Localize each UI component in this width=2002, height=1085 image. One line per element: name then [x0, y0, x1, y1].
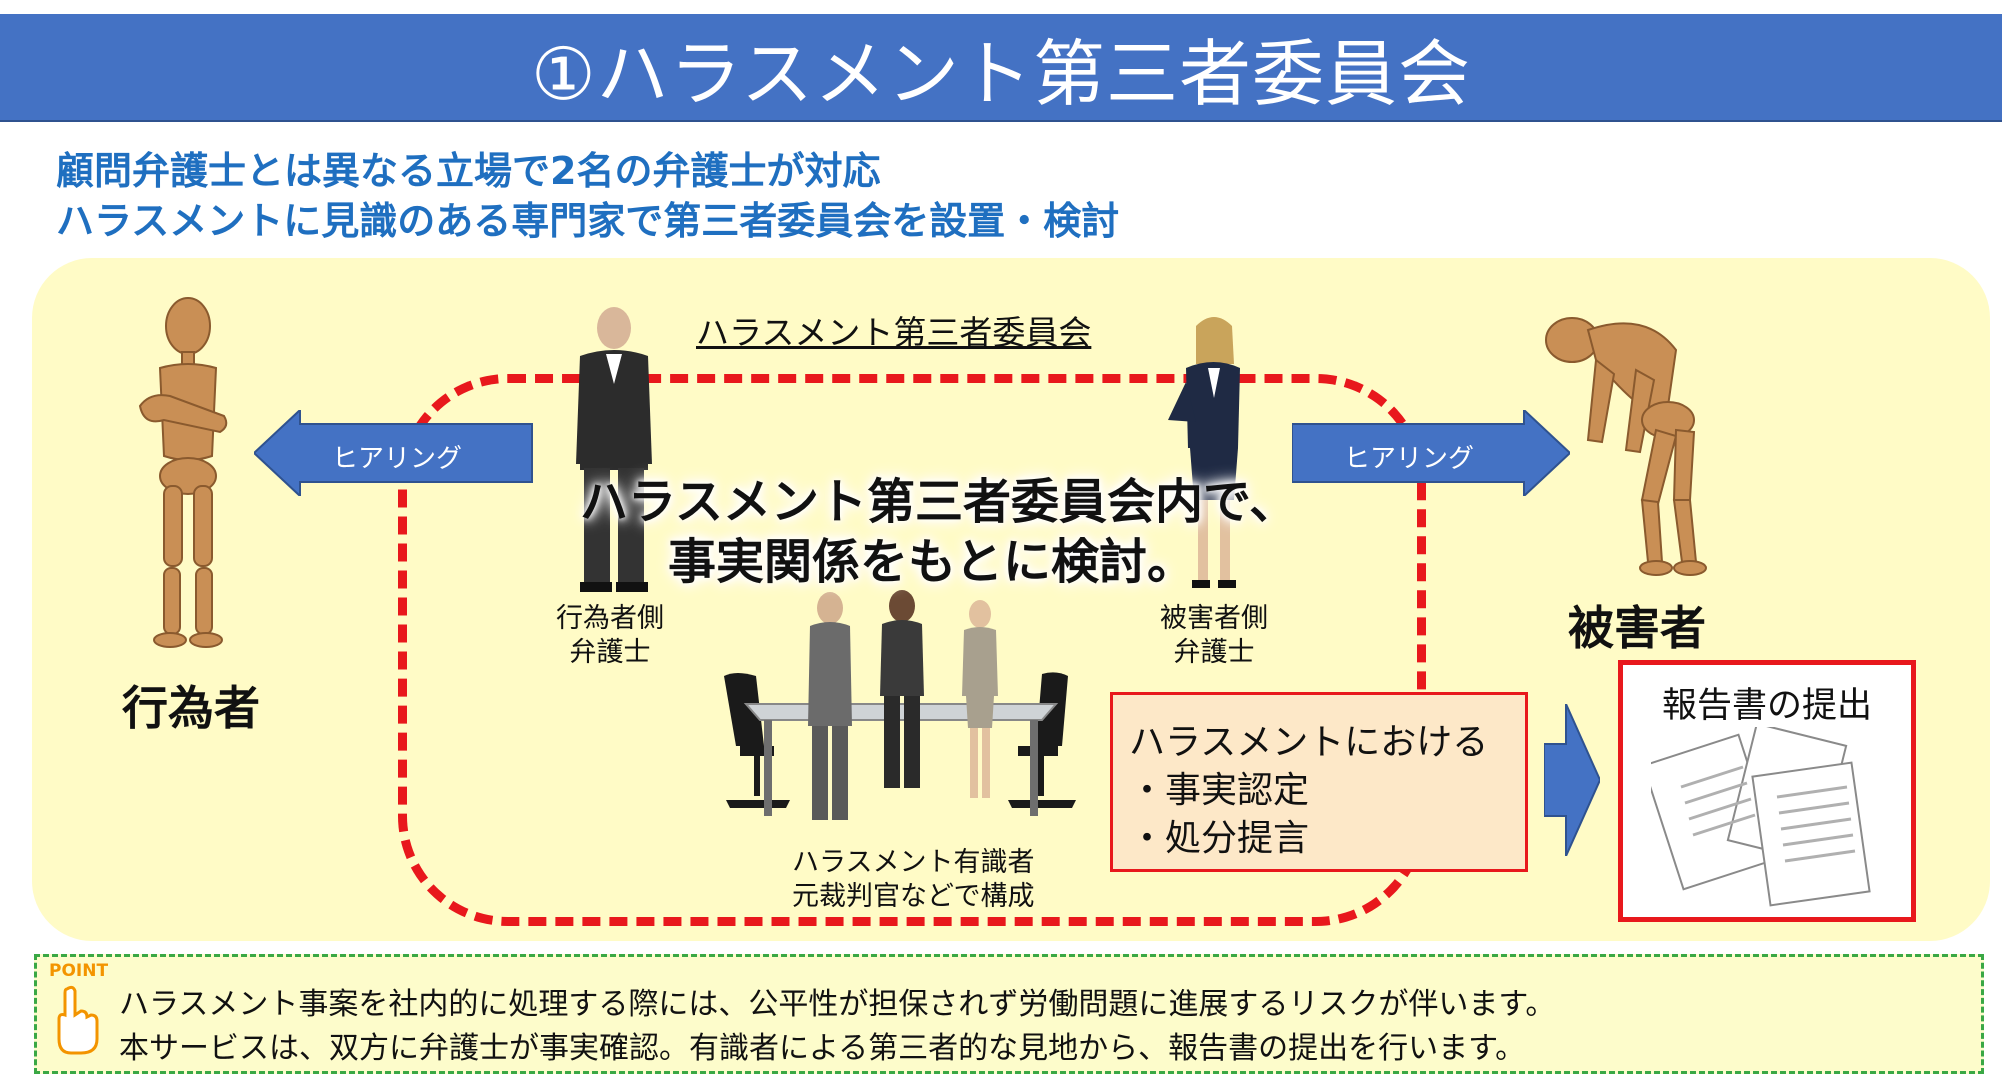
- victim-mannequin-figure: [1545, 317, 1707, 576]
- victim-lawyer-figure: [1168, 317, 1240, 588]
- findings-line-2: ・事実認定: [1129, 770, 1310, 811]
- title-bar: ①ハラスメント第三者委員会: [0, 14, 2002, 122]
- pointing-hand-icon: [57, 985, 99, 1055]
- experts-caption-line-2: 元裁判官などで構成: [792, 881, 1035, 912]
- point-label: POINT: [49, 961, 109, 981]
- report-box: 報告書の提出: [1618, 660, 1916, 922]
- hearing-arrow-right-label: ヒアリング: [1344, 444, 1475, 474]
- committee-boundary: [398, 374, 1426, 926]
- report-arrow: [1544, 704, 1600, 856]
- committee-label: ハラスメント第三者委員会: [696, 313, 1092, 352]
- center-message-line-1: ハラスメント第三者委員会内で、: [580, 474, 1298, 530]
- center-message-line-2: 事実関係をもとに検討。: [668, 534, 1196, 590]
- hearing-arrow-left: [254, 410, 533, 496]
- report-title: 報告書の提出: [1661, 686, 1872, 726]
- subtitle-line-1: 顧問弁護士とは異なる立場で2名の弁護士が対応: [56, 149, 881, 193]
- perpetrator-lawyer-figure: [576, 307, 652, 592]
- findings-line-1: ハラスメントにおける: [1129, 722, 1489, 763]
- point-line-2: 本サービスは、双方に弁護士が事実確認。有識者による第三者的な見地から、報告書の提…: [119, 1031, 1526, 1066]
- victim-label: 被害者: [1568, 601, 1706, 655]
- victim-lawyer-caption-line-1: 被害者側: [1160, 603, 1268, 634]
- page-title: ①ハラスメント第三者委員会: [530, 31, 1472, 116]
- perpetrator-lawyer-caption-line-1: 行為者側: [556, 603, 664, 634]
- findings-line-3: ・処分提言: [1129, 818, 1310, 859]
- perpetrator-lawyer-caption-line-2: 弁護士: [569, 637, 651, 668]
- experts-caption-line-1: ハラスメント有識者: [792, 847, 1035, 878]
- point-box: POINT ハラスメント事案を社内的に処理する際には、公平性が担保されず労働問題…: [34, 954, 1984, 1074]
- hearing-arrow-left-label: ヒアリング: [332, 444, 463, 474]
- hearing-arrow-right: [1292, 410, 1570, 496]
- perpetrator-label: 行為者: [122, 681, 260, 735]
- perpetrator-mannequin-figure: [138, 297, 228, 648]
- perpetrator-lawyer-caption: 行為者側 弁護士: [556, 602, 664, 670]
- point-line-1: ハラスメント事案を社内的に処理する際には、公平性が担保されず労働問題に進展するリ…: [119, 987, 1556, 1022]
- findings-box: ハラスメントにおける ・事実認定 ・処分提言: [1110, 692, 1528, 872]
- subtitle-line-2: ハラスメントに見識のある専門家で第三者委員会を設置・検討: [56, 199, 1120, 243]
- experts-caption: ハラスメント有識者 元裁判官などで構成: [792, 846, 1034, 914]
- documents-icon: [1651, 727, 1871, 907]
- victim-lawyer-caption-line-2: 弁護士: [1173, 637, 1255, 668]
- victim-lawyer-caption: 被害者側 弁護士: [1160, 602, 1268, 670]
- expert-meeting-illustration: [724, 590, 1076, 820]
